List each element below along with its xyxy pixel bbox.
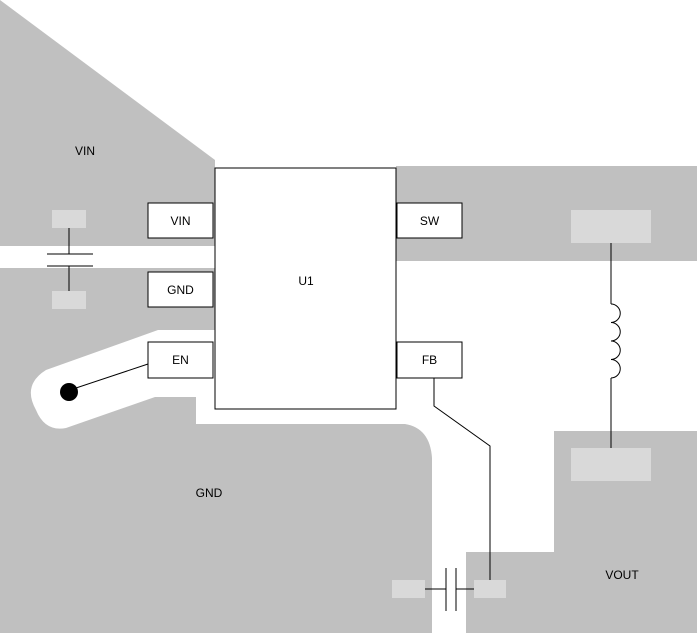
- en-via: [60, 383, 78, 401]
- inductor-coil: [610, 303, 621, 379]
- pin-gnd-box: [147, 271, 214, 308]
- pads: [52, 210, 651, 598]
- inductor-pad-bottom: [571, 448, 651, 481]
- pin-en-label: EN: [172, 353, 189, 367]
- cap1-pad-top: [52, 210, 86, 228]
- inductor-pad-top: [571, 210, 651, 243]
- pin-vin-box: [147, 202, 214, 239]
- traces: [47, 228, 621, 611]
- pin-fb-label: FB: [422, 353, 437, 367]
- pin-en-box: [147, 341, 214, 379]
- chip-body: [214, 167, 397, 410]
- cap1-pad-bottom: [52, 291, 86, 309]
- vin-copper-pour: [0, 0, 215, 246]
- vout-zone-label: VOUT: [605, 568, 639, 582]
- pin-sw-box: [396, 202, 463, 239]
- gnd-copper-pour: [0, 268, 432, 633]
- cap2-pad-left: [392, 580, 425, 598]
- gnd-zone-label: GND: [196, 486, 223, 500]
- vout-copper-pour: [466, 431, 697, 633]
- vin-zone-label: VIN: [75, 144, 95, 158]
- pin-fb-box: [396, 341, 463, 379]
- en-trace: [69, 363, 149, 391]
- chip-ref-label: U1: [298, 274, 314, 288]
- cap2-pad-right: [474, 580, 506, 598]
- pin-sw-label: SW: [420, 214, 440, 228]
- fb-trace: [433, 378, 491, 580]
- pin-gnd-label: GND: [167, 283, 194, 297]
- pin-vin-label: VIN: [170, 214, 190, 228]
